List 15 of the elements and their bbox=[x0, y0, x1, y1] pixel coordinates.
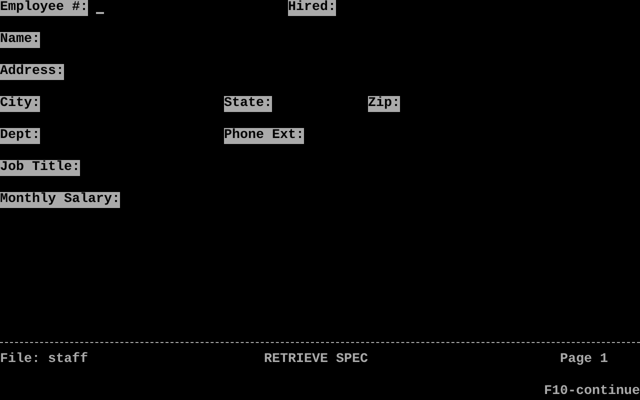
field-label: Employee #: bbox=[0, 0, 88, 16]
field-label: Zip: bbox=[368, 96, 400, 112]
status-text: File: staff bbox=[0, 352, 88, 368]
field-label: Dept: bbox=[0, 128, 40, 144]
field-label: Hired: bbox=[288, 0, 336, 16]
field-label: State: bbox=[224, 96, 272, 112]
field-label: Address: bbox=[0, 64, 64, 80]
field-label: City: bbox=[0, 96, 40, 112]
field-label: Monthly Salary: bbox=[0, 192, 120, 208]
field-label: Name: bbox=[0, 32, 40, 48]
status-text: Page 1 bbox=[560, 352, 608, 368]
status-text: RETRIEVE SPEC bbox=[264, 352, 368, 368]
status-text: F10-continue bbox=[544, 384, 640, 400]
field-label: Job Title: bbox=[0, 160, 80, 176]
field-label: Phone Ext: bbox=[224, 128, 304, 144]
